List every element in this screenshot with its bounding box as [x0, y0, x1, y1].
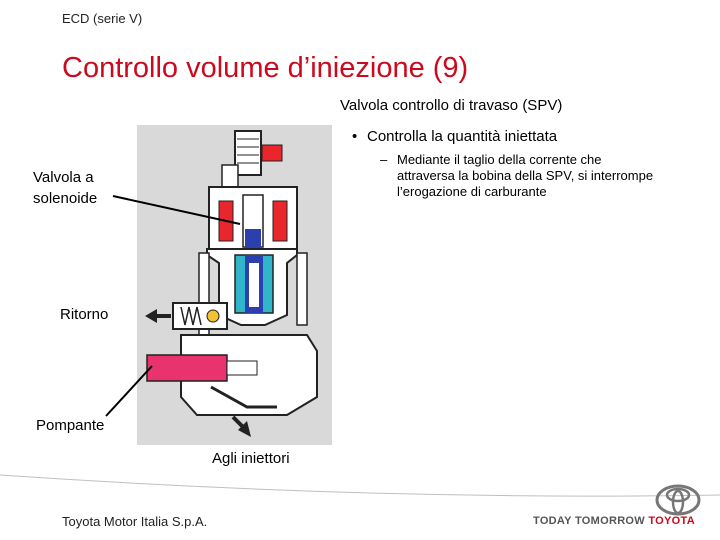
label-solenoid-valve-line1: Valvola a	[33, 169, 94, 186]
footer-company: Toyota Motor Italia S.p.A.	[62, 514, 208, 529]
slogan-part1: TODAY TOMORROW	[533, 515, 645, 527]
bullet-text: Controlla la quantità iniettata	[367, 128, 558, 145]
label-pump-plunger: Pompante	[36, 417, 105, 434]
bullet-item: • Controlla la quantità iniettata	[352, 128, 557, 145]
decorative-footer-arc	[0, 474, 720, 497]
sub-bullet-item: – Mediante il taglio della corrente che …	[380, 152, 660, 200]
sub-bullet-text: Mediante il taglio della corrente che at…	[397, 152, 654, 199]
section-title: Valvola controllo di travaso (SPV)	[340, 97, 563, 114]
slogan-part2: TOYOTA	[648, 515, 695, 527]
slide-title: Controllo volume d’iniezione (9)	[62, 52, 469, 84]
label-solenoid-valve: Valvola a solenoide	[33, 167, 97, 209]
series-label: ECD (serie V)	[62, 11, 143, 26]
label-return: Ritorno	[60, 306, 109, 323]
toyota-logo-icon	[655, 484, 701, 516]
brand-slogan: TODAY TOMORROW TOYOTA	[533, 515, 695, 527]
label-solenoid-valve-line2: solenoide	[33, 190, 98, 207]
bullet-marker: •	[352, 128, 358, 145]
label-to-injectors: Agli iniettori	[212, 450, 290, 467]
spv-cross-section-diagram	[137, 125, 332, 445]
sub-bullet-marker: –	[380, 152, 388, 167]
